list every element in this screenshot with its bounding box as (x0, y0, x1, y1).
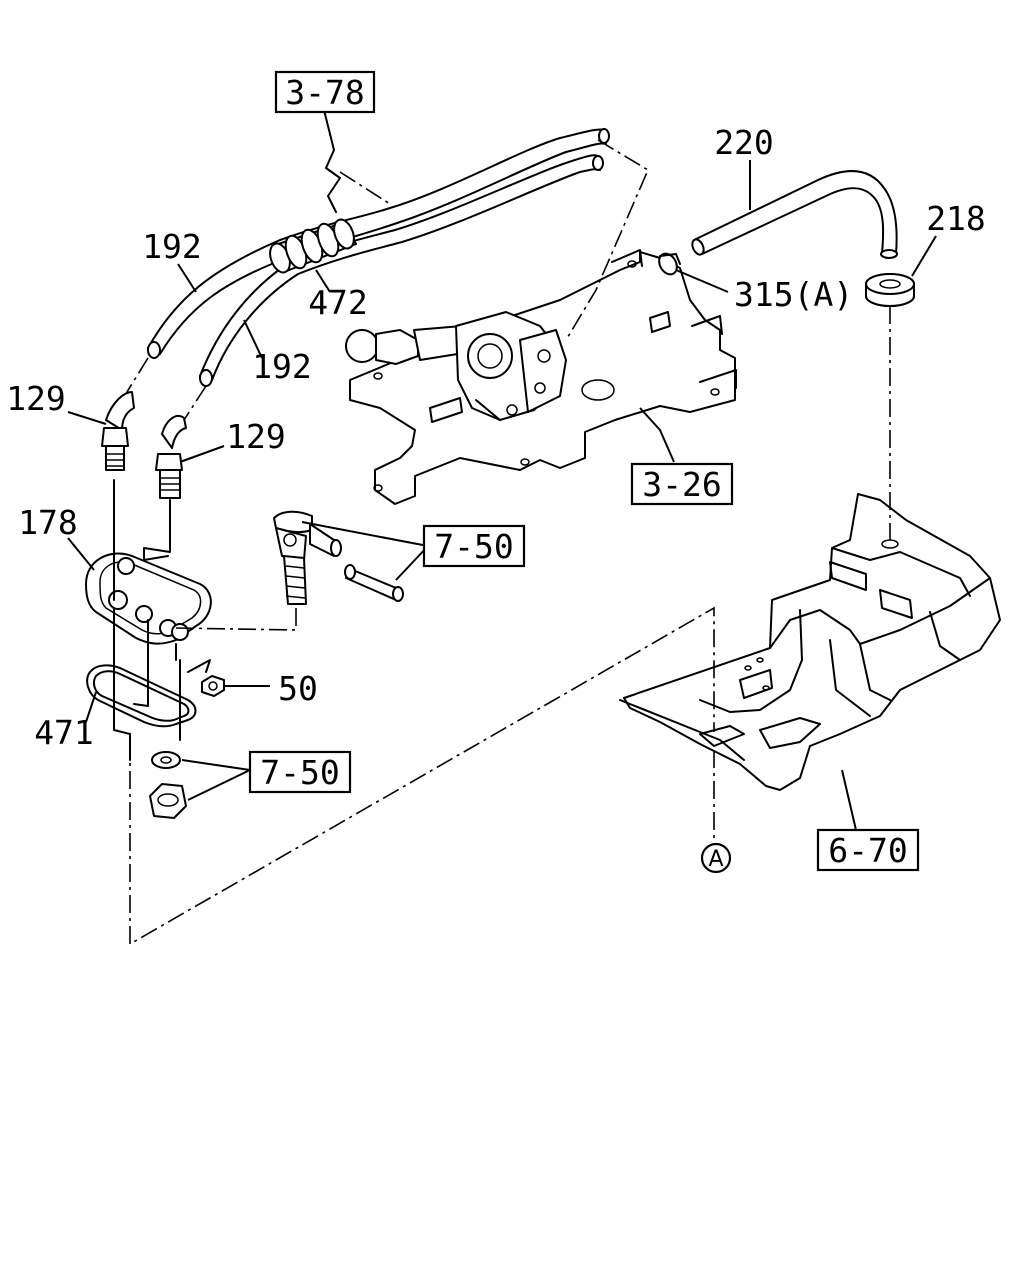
callout-315a: 315(A) (734, 275, 853, 314)
pipe-220 (691, 169, 898, 259)
callout-472: 472 (308, 283, 368, 322)
ref-box-6-70 (816, 828, 920, 872)
nut-50 (201, 675, 225, 697)
dash-line-sender-fitting (175, 606, 297, 631)
connector-129-left (101, 357, 149, 471)
callout-220: 220 (714, 123, 774, 162)
ref-box-7-50-upper (422, 524, 526, 568)
dash-line-pump-hose (565, 139, 650, 341)
marker-a-label: A (708, 847, 723, 872)
ref-label-7-50-lower: 7-50 (260, 753, 339, 792)
callout-471: 471 (34, 713, 94, 752)
callout-129-left: 129 (6, 379, 66, 418)
ref-box-3-26 (630, 462, 734, 506)
marker-a-circle (700, 842, 732, 874)
gasket-471 (86, 664, 197, 728)
grommet-472 (269, 218, 357, 274)
grommet-218 (865, 273, 915, 540)
fuel-tank-6-70 (619, 493, 1001, 791)
callout-192-lower: 192 (252, 347, 312, 386)
hose-192-upper (147, 128, 610, 359)
callout-218: 218 (926, 199, 986, 238)
pipe-stub (344, 564, 404, 602)
ref-box-7-50-lower (248, 750, 352, 794)
fuel-pump (345, 311, 567, 421)
pump-bracket-3-26 (349, 249, 737, 505)
ref-label-3-26: 3-26 (642, 465, 721, 504)
callout-129-right: 129 (226, 417, 286, 456)
connector-129-right (155, 385, 207, 499)
callout-50: 50 (278, 669, 318, 708)
sender-plate-178 (85, 552, 212, 661)
hose-192-lower (199, 154, 604, 387)
ref-label-7-50-upper: 7-50 (434, 527, 513, 566)
ref-label-3-78: 3-78 (285, 73, 364, 112)
callout-178: 178 (18, 503, 78, 542)
ref-label-6-70: 6-70 (828, 831, 907, 870)
clip-315 (658, 252, 681, 276)
ref-box-3-78 (274, 70, 376, 114)
break-symbol-3-78 (323, 109, 391, 213)
dash-line-a-loop (129, 606, 715, 946)
leader-lines (67, 160, 937, 831)
callout-192-upper: 192 (142, 227, 202, 266)
elbow-fitting (273, 510, 342, 605)
washer-and-nut (149, 751, 187, 819)
